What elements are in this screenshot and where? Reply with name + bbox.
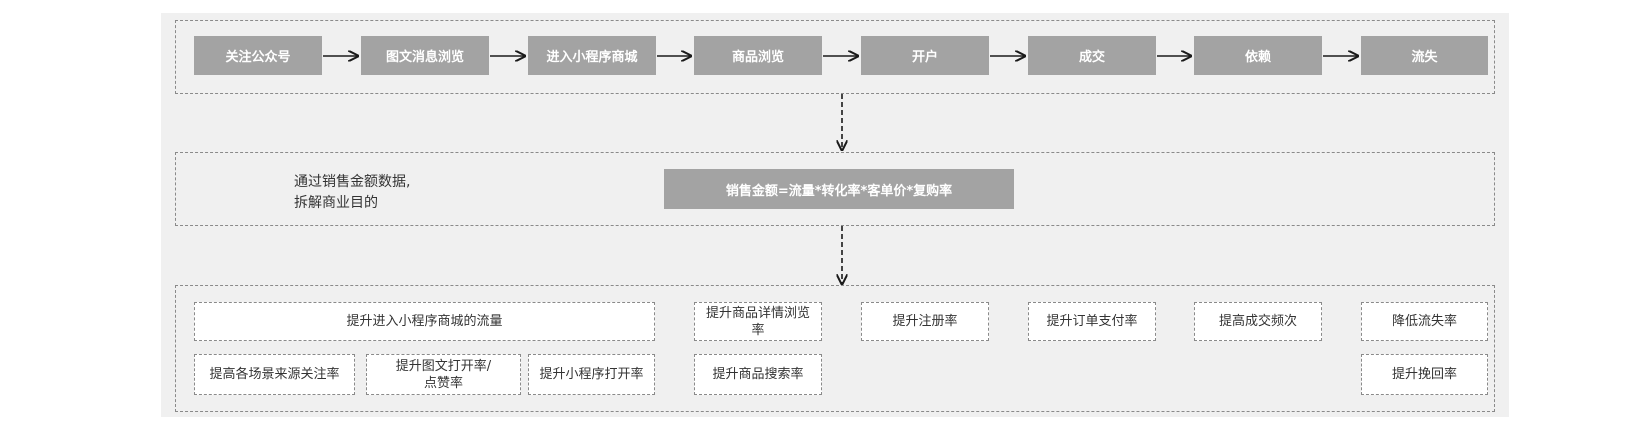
- goal-scene-follow: 提高各场景来源关注率: [194, 354, 355, 395]
- goal-deal-frequency: 提高成交频次: [1194, 302, 1322, 341]
- analysis-note: 通过销售金额数据, 拆解商业目的: [294, 172, 410, 214]
- goal-winback: 提升挽回率: [1361, 354, 1488, 395]
- step-enter-miniprogram: 进入小程序商城: [528, 36, 656, 75]
- analysis-note-line1: 通过销售金额数据,: [294, 174, 411, 190]
- goal-article-open: 提升图文打开率/点赞率: [366, 354, 521, 395]
- step-product-browse: 商品浏览: [694, 36, 822, 75]
- step-open-account: 开户: [861, 36, 989, 75]
- step-churn: 流失: [1361, 36, 1488, 75]
- goal-order-pay: 提升订单支付率: [1028, 302, 1156, 341]
- goals-panel: [175, 285, 1495, 412]
- goal-churn-reduce: 降低流失率: [1361, 302, 1488, 341]
- step-follow-account: 关注公众号: [194, 36, 322, 75]
- sales-formula-box: 销售金额=流量*转化率*客单价*复购率: [664, 169, 1014, 209]
- goal-register-rate: 提升注册率: [861, 302, 989, 341]
- diagram-canvas: [161, 13, 1509, 417]
- step-article-browse: 图文消息浏览: [361, 36, 489, 75]
- goal-traffic-main: 提升进入小程序商城的流量: [194, 302, 655, 341]
- analysis-note-line2: 拆解商业目的: [294, 195, 378, 211]
- funnel-panel: [175, 20, 1495, 94]
- goal-miniprogram-open: 提升小程序打开率: [528, 354, 655, 395]
- analysis-panel: [175, 152, 1495, 226]
- goal-detail-view: 提升商品详情浏览率: [694, 302, 822, 341]
- step-deal: 成交: [1028, 36, 1156, 75]
- step-dependency: 依赖: [1194, 36, 1322, 75]
- goal-search-rate: 提升商品搜索率: [694, 354, 822, 395]
